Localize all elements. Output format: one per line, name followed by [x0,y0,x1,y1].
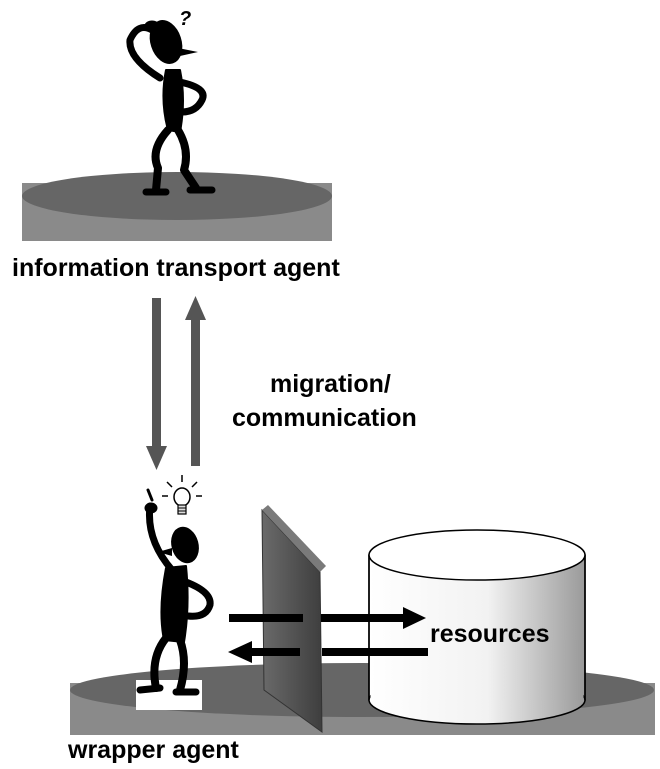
resources-label: resources [430,620,550,648]
info-agent-label: information transport agent [12,254,340,282]
down-arrow-icon [146,298,167,470]
confused-person-icon [126,20,216,196]
wrapper-agent-label: wrapper agent [67,736,240,764]
left-arrow-icon [228,641,428,663]
resource-arrows [228,607,428,663]
lightbulb-icon [162,475,202,515]
migration-arrows [146,296,206,470]
migration-label-line1: migration/ [270,370,391,398]
database-cylinder-icon [368,529,586,725]
migration-label-line2: communication [232,404,417,432]
question-mark: ? [179,8,191,30]
up-arrow-icon [185,296,206,466]
idea-person-icon [136,488,214,696]
top-platform [22,172,332,241]
right-arrow-icon [229,607,426,629]
